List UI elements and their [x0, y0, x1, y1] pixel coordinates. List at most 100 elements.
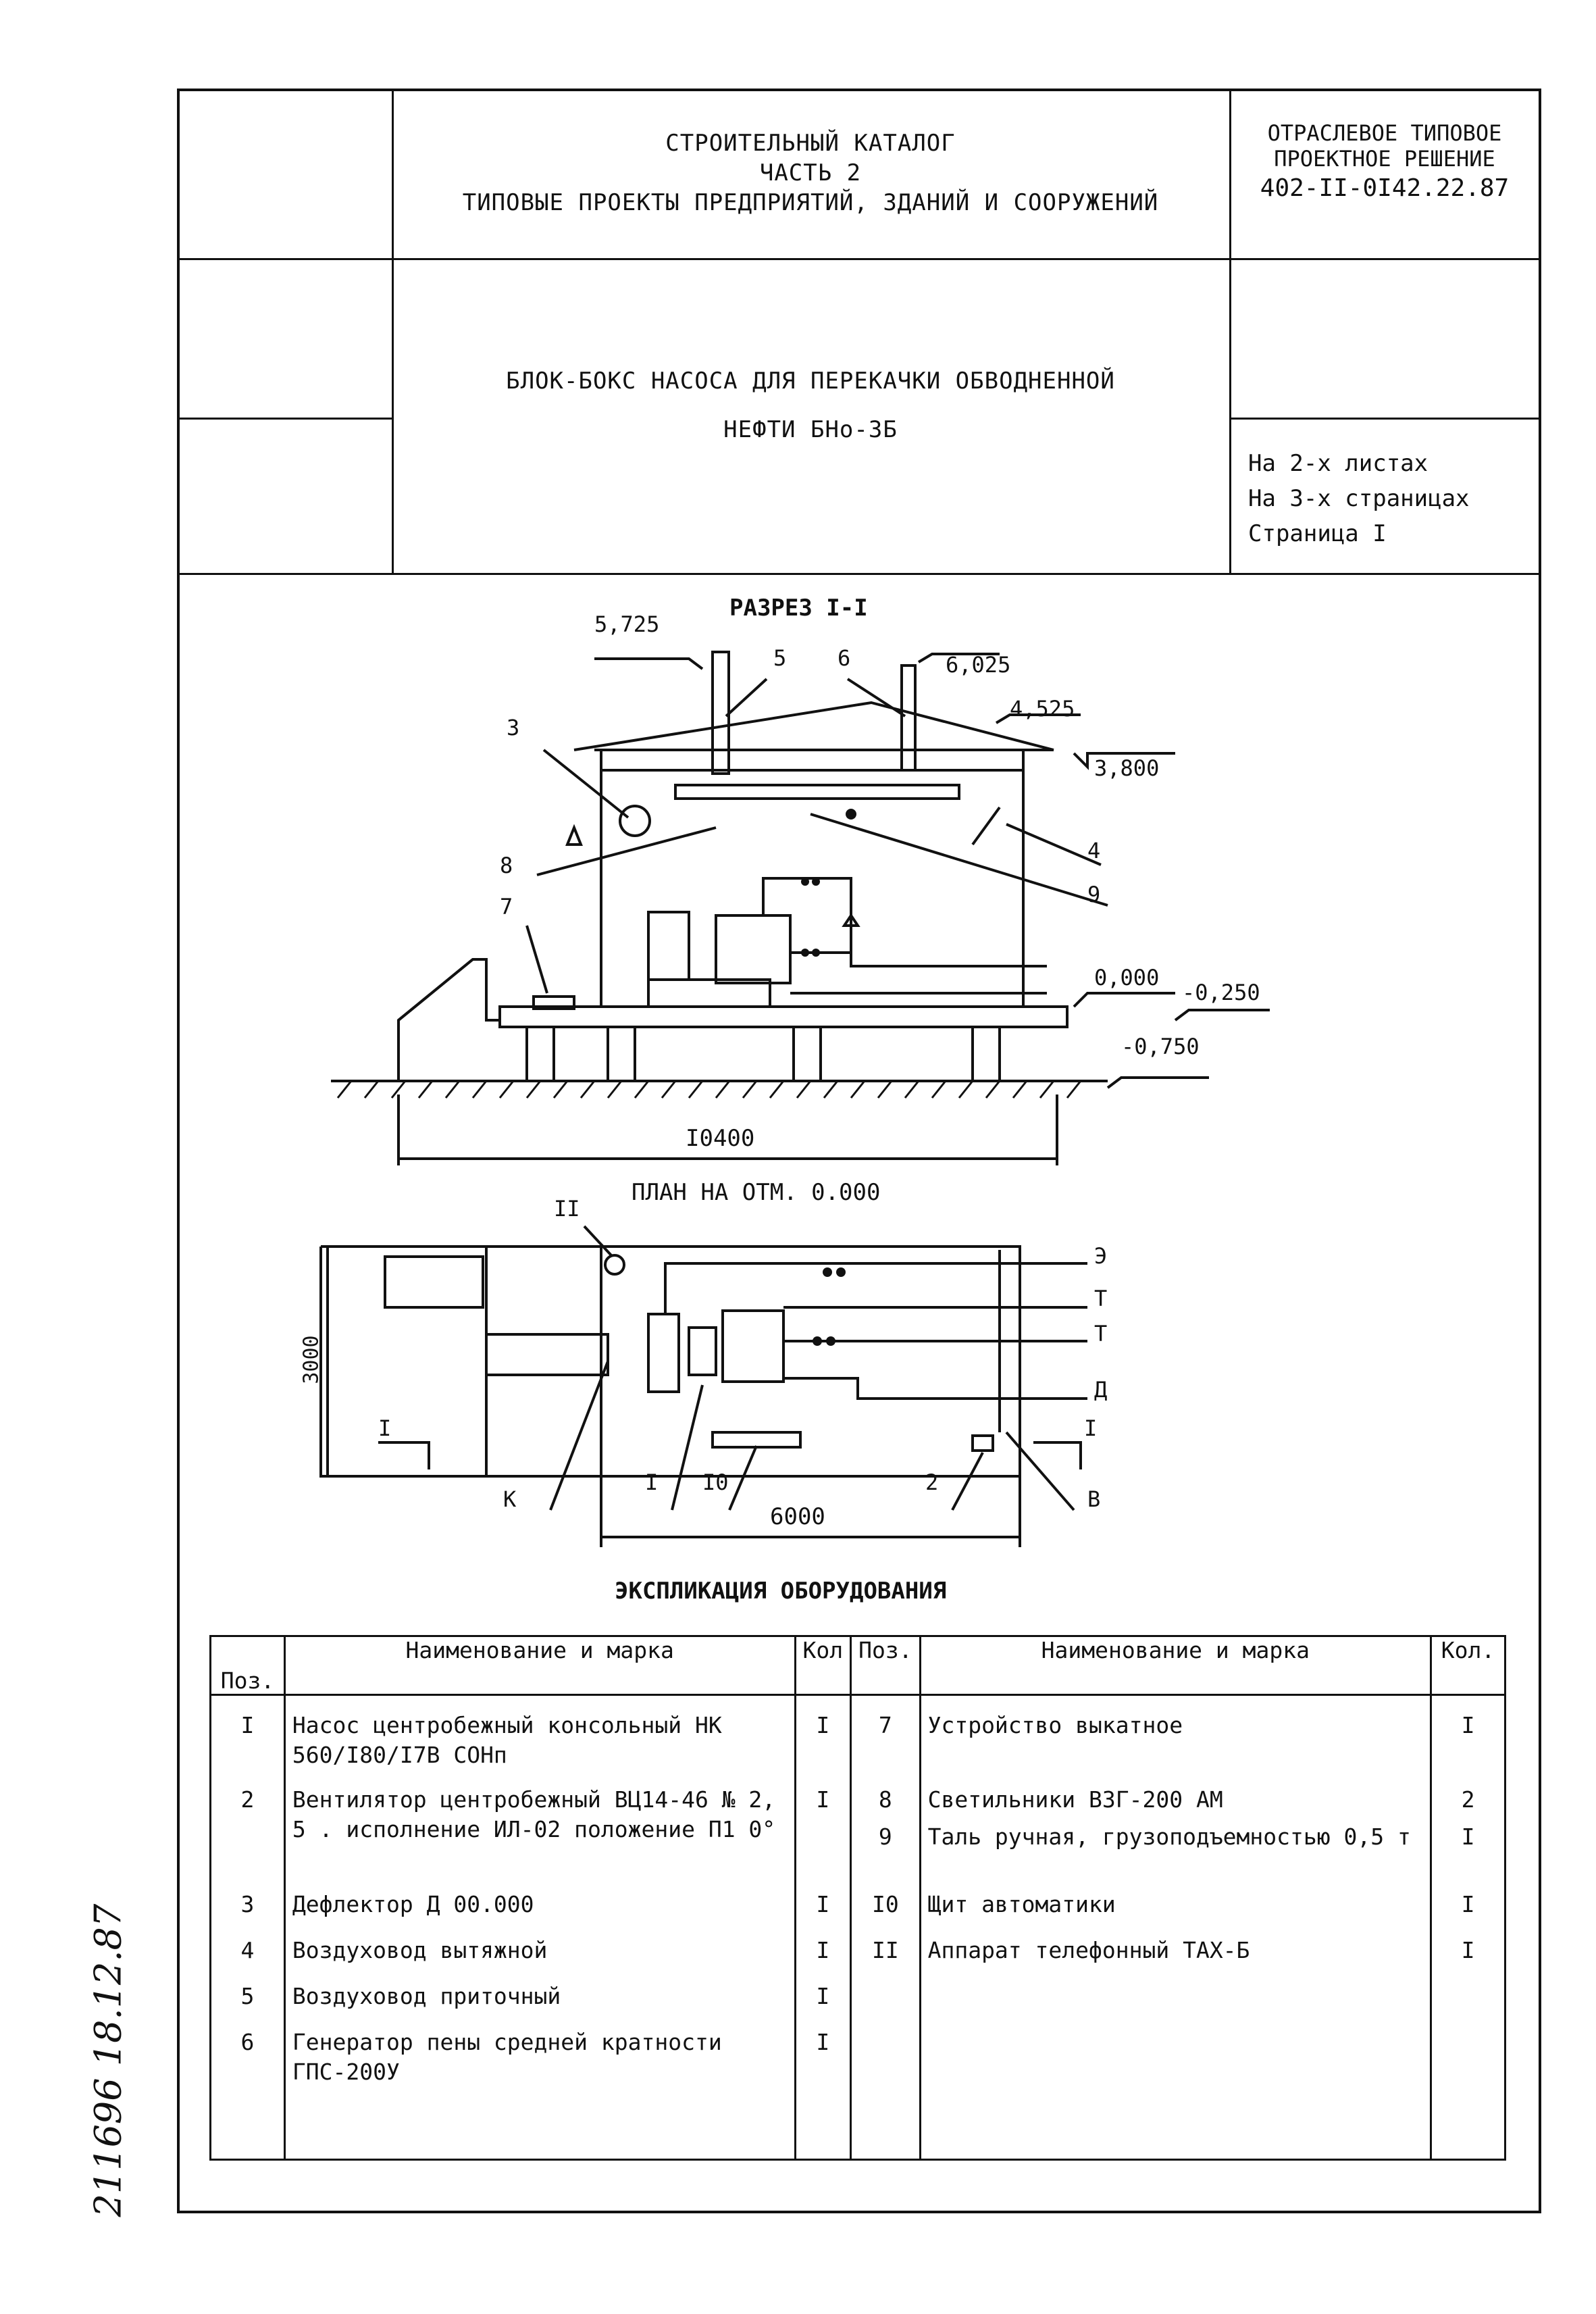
plan-motor	[485, 1333, 609, 1376]
elev-mark-0000	[1073, 992, 1175, 1008]
left-pos-1: I	[240, 1712, 255, 1738]
plan-phone	[604, 1254, 625, 1276]
right-pos-8: 8	[878, 1786, 892, 1813]
spec-title: ЭКСПЛИКАЦИЯ ОБОРУДОВАНИЯ	[615, 1578, 947, 1605]
plan-fan-2	[971, 1434, 994, 1452]
left-name-2: Вентилятор центробежный ВЦ14-46 № 2, 5 .…	[292, 1786, 776, 1842]
plan-stairs	[384, 1255, 484, 1309]
elev-mark-5725	[594, 657, 704, 670]
page-count: На 3-х страницах	[1248, 485, 1470, 512]
plan-panel-10	[711, 1431, 802, 1449]
pump-body	[715, 914, 792, 984]
left-name-5: Воздуховод приточный	[292, 1983, 561, 2009]
left-qty-4: I	[816, 1937, 830, 1963]
hdr-qty: Кол	[794, 1635, 852, 1696]
spec-table: Поз. Наименование и марка Кол Поз. Наиме…	[209, 1635, 1506, 2161]
catalog-title: СТРОИТЕЛЬНЫЙ КАТАЛОГ ЧАСТЬ 2 ТИПОВЫЕ ПРО…	[398, 128, 1222, 218]
elev-label-3800: 3,800	[1094, 755, 1160, 781]
foam-generator	[971, 806, 1001, 846]
motor	[647, 911, 690, 981]
right-pos-9: 9	[878, 1823, 892, 1850]
pipe-upper	[762, 877, 1047, 967]
roof-outline	[573, 701, 1054, 751]
project-title: БЛОК-БОКС НАСОСА ДЛЯ ПЕРЕКАЧКИ ОБВОДНЕНН…	[398, 357, 1222, 454]
left-qty-2: I	[816, 1786, 830, 1813]
section-title: РАЗРЕЗ I-I	[729, 595, 868, 622]
left-pos-3: 3	[240, 1891, 255, 1917]
right-name-8: Светильники ВЗГ-200 АМ	[927, 1786, 1223, 1813]
elev-label-5725: 5,725	[594, 611, 660, 637]
page-number: Страница I	[1248, 520, 1387, 547]
plan-callout-K: К	[503, 1486, 517, 1512]
left-pos-2: 2	[240, 1786, 255, 1813]
right-pos-col: 7 8 9 I0 II	[850, 1694, 921, 2161]
callout-8: 8	[500, 853, 513, 878]
plan-callout-B: В	[1087, 1486, 1101, 1512]
plan-callout-II: II	[554, 1196, 580, 1222]
hdr-qty2: Кол.	[1430, 1635, 1506, 1696]
left-name-col: Насос центробежный консольный НК 560/I80…	[283, 1694, 796, 2161]
plan-height-dim: 3000	[299, 1335, 324, 1384]
hdr-pos: Поз.	[209, 1635, 286, 1696]
deflector-stack	[711, 651, 730, 775]
elev-label-0000: 0,000	[1094, 965, 1160, 990]
right-pos-10: I0	[871, 1891, 899, 1917]
plan-coupling	[688, 1326, 717, 1376]
right-name-9: Таль ручная, грузоподъемностью 0,5 т	[927, 1823, 1411, 1850]
plan-callout-10: I0	[702, 1469, 729, 1495]
header-divider-left	[177, 418, 392, 420]
callout-5: 3	[507, 715, 520, 740]
floor-slab	[498, 1005, 1069, 1028]
left-qty-5: I	[816, 1983, 830, 2009]
left-pos-5: 5	[240, 1983, 255, 2009]
spec-header-row: Поз. Наименование и марка Кол Поз. Наиме…	[209, 1635, 1506, 1696]
ramp-rail	[397, 958, 474, 1022]
catalog-line1: СТРОИТЕЛЬНЫЙ КАТАЛОГ	[665, 130, 956, 157]
pump-base	[647, 978, 771, 1008]
cut-mark-right	[1033, 1441, 1082, 1469]
header-divider-2	[177, 573, 1541, 575]
hoist-beam	[674, 784, 960, 800]
right-qty-7: I	[1461, 1712, 1475, 1738]
right-qty-11: I	[1461, 1937, 1475, 1963]
left-qty-1: I	[816, 1712, 830, 1738]
plan-callout-2: 2	[925, 1469, 939, 1495]
plan-length-dim: 6000	[770, 1503, 825, 1530]
header-col-right	[1229, 89, 1231, 573]
left-qty-col: I I I I I I	[794, 1694, 852, 2161]
plan-callout-I: I	[645, 1469, 659, 1495]
right-pos-11: II	[871, 1937, 899, 1963]
left-name-6: Генератор пены средней кратности ГПС-200…	[292, 2029, 722, 2085]
elev-mark-4525	[995, 713, 1081, 724]
left-name-1: Насос центробежный консольный НК 560/I80…	[292, 1712, 722, 1768]
ramp	[397, 958, 500, 1081]
right-name-10: Щит автоматики	[927, 1891, 1116, 1917]
callout-3: 5	[773, 645, 787, 671]
hdr-name: Наименование и марка	[283, 1635, 796, 1696]
lamp	[565, 824, 583, 846]
header-divider-right	[1229, 418, 1541, 420]
elev-mark-m0750	[1106, 1076, 1209, 1089]
left-name-3: Дефлектор Д 00.000	[292, 1891, 534, 1917]
callout-4: 6	[838, 645, 851, 671]
callout-9: 9	[1087, 882, 1101, 907]
plan-pipe-E	[664, 1262, 1087, 1314]
elev-label-m0750: -0,750	[1121, 1034, 1200, 1059]
header-divider-1	[177, 258, 1541, 260]
right-name-11: Аппарат телефонный ТАХ-Б	[927, 1937, 1250, 1963]
left-qty-3: I	[816, 1891, 830, 1917]
elev-mark-m0250	[1174, 1009, 1270, 1022]
right-name-col: Устройство выкатное Светильники ВЗГ-200 …	[919, 1694, 1433, 2161]
exhaust-duct	[900, 664, 917, 772]
ventilator	[619, 805, 651, 837]
plan-pipe-T2-label: Т	[1094, 1321, 1108, 1347]
sheet-info: На 2-х листах На 3-х страницах Страница …	[1248, 446, 1470, 551]
plan-pump	[647, 1313, 680, 1393]
plan-pipe-D-label: Д	[1094, 1377, 1108, 1403]
left-pos-4: 4	[240, 1937, 255, 1963]
catalog-line3: ТИПОВЫЕ ПРОЕКТЫ ПРЕДПРИЯТИЙ, ЗДАНИЙ И СО…	[462, 189, 1159, 216]
hdr-pos2: Поз.	[850, 1635, 921, 1696]
solution-line2: ПРОЕКТНОЕ РЕШЕНИЕ	[1274, 146, 1495, 172]
elev-label-4525: 4,525	[1010, 696, 1075, 722]
margin-note: 211696 18.12.87	[86, 1903, 130, 2217]
